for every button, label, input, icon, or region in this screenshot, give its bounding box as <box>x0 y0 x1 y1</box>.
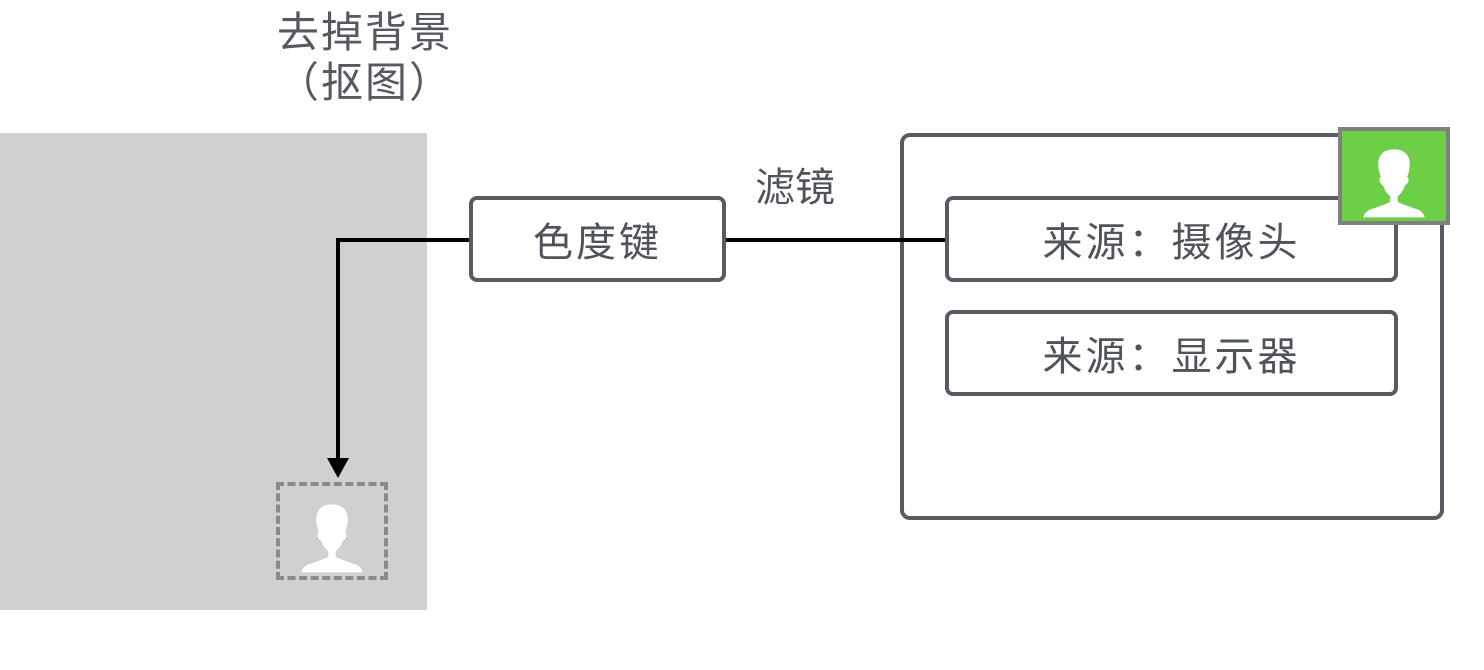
source-camera-label: 来源：摄像头 <box>1042 220 1301 266</box>
camera-avatar <box>1338 127 1450 225</box>
diagram-title: 去掉背景 （抠图） <box>250 8 480 108</box>
filter-node: 色度键 <box>469 196 726 282</box>
person-icon <box>1363 149 1425 218</box>
source-display: 来源：显示器 <box>945 310 1398 396</box>
filter-node-label: 色度键 <box>533 220 662 266</box>
title-line-1: 去掉背景 <box>276 8 453 57</box>
result-avatar <box>276 482 388 580</box>
filter-label: 滤镜 <box>755 165 835 211</box>
source-camera: 来源：摄像头 <box>945 196 1398 282</box>
title-line-2: （抠图） <box>276 58 453 107</box>
person-icon <box>301 504 363 573</box>
source-display-label: 来源：显示器 <box>1042 334 1301 380</box>
